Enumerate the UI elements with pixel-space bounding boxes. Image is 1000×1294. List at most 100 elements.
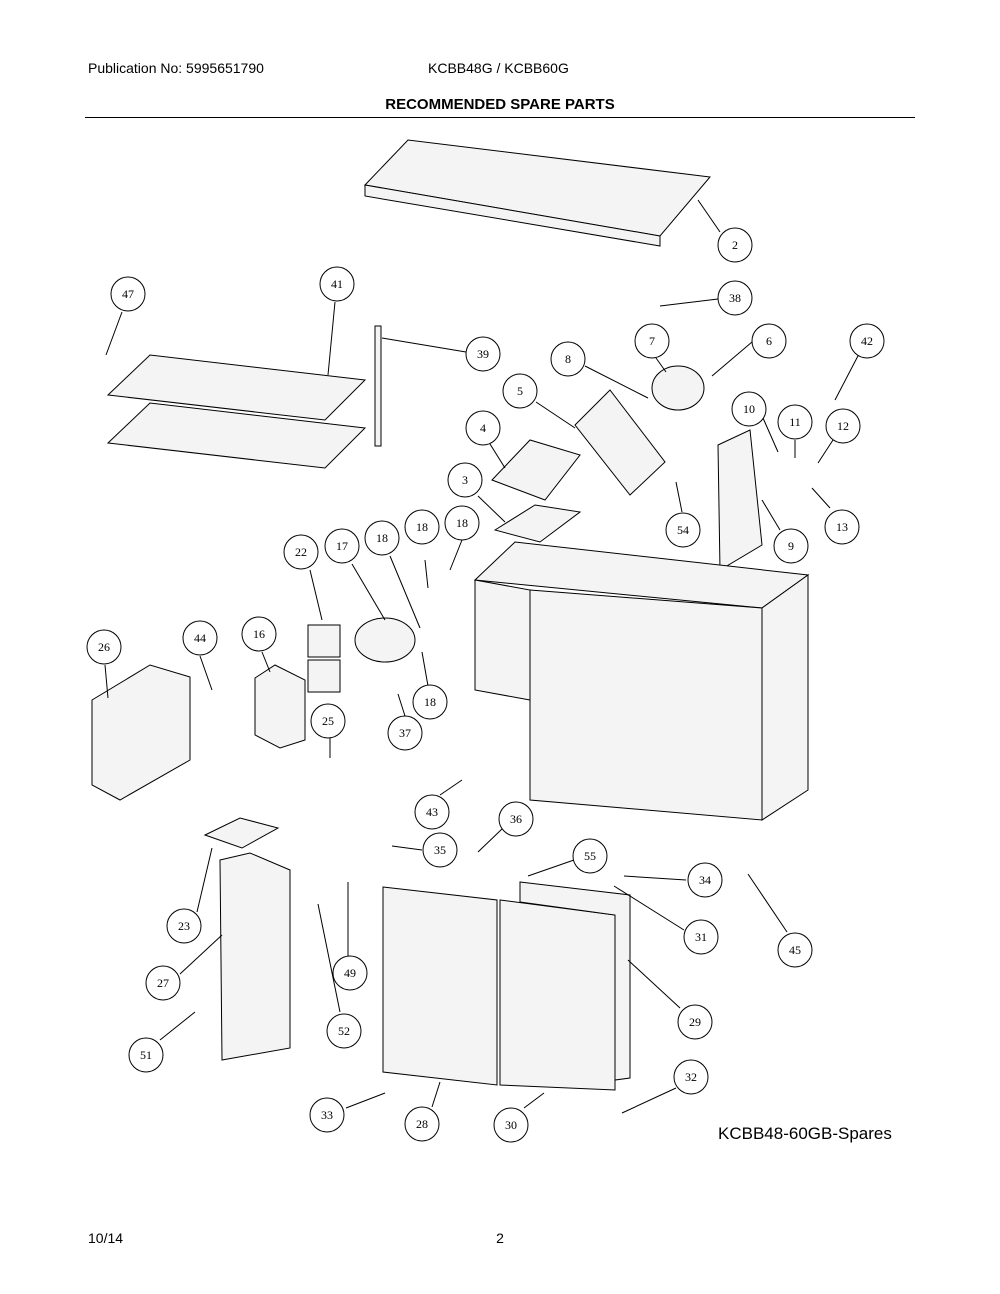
leader-22 (309, 569, 323, 621)
svg-text:30: 30 (505, 1118, 517, 1132)
publication-number: Publication No: 5995651790 (88, 60, 264, 76)
callout-51: 51 (128, 1037, 164, 1073)
callout-26: 26 (86, 629, 122, 665)
leader-7 (655, 357, 667, 373)
door-gasket (519, 881, 631, 1081)
svg-text:23: 23 (178, 919, 190, 933)
svg-text:47: 47 (122, 287, 134, 301)
svg-text:18: 18 (376, 531, 388, 545)
svg-text:33: 33 (321, 1108, 333, 1122)
svg-text:29: 29 (689, 1015, 701, 1029)
condenser-fan-upper (307, 624, 341, 658)
leader-3 (477, 495, 506, 523)
svg-text:11: 11 (789, 415, 801, 429)
svg-text:10: 10 (743, 402, 755, 416)
leader-38 (659, 298, 719, 307)
leader-47 (105, 311, 123, 356)
leader-29 (627, 959, 681, 1009)
svg-text:49: 49 (344, 966, 356, 980)
leader-17 (351, 563, 386, 621)
leader-30 (523, 1092, 545, 1109)
callout-35: 35 (422, 832, 458, 868)
callout-11: 11 (777, 404, 813, 440)
svg-text:39: 39 (477, 347, 489, 361)
diagram-reference: KCBB48-60GB-Spares (718, 1124, 892, 1143)
svg-text:45: 45 (789, 943, 801, 957)
callout-41: 41 (319, 266, 355, 302)
compressor (354, 617, 416, 663)
svg-text:42: 42 (861, 334, 873, 348)
svg-text:51: 51 (140, 1048, 152, 1062)
leader-12 (817, 439, 834, 464)
leader-55 (527, 859, 575, 877)
leader-51 (159, 1011, 196, 1041)
leader-18c (389, 555, 421, 629)
callout-13: 13 (824, 509, 860, 545)
callout-16: 16 (241, 616, 277, 652)
svg-text:16: 16 (253, 627, 265, 641)
page-title: RECOMMENDED SPARE PARTS (385, 96, 615, 113)
condenser-fan-lower (307, 659, 341, 693)
drain-tray (203, 817, 280, 849)
svg-text:28: 28 (416, 1117, 428, 1131)
cabinet-front (529, 589, 763, 821)
svg-text:8: 8 (565, 352, 571, 366)
leader-6 (711, 341, 753, 377)
callout-25: 25 (310, 703, 346, 739)
leader-44 (199, 655, 213, 691)
callout-37: 37 (387, 715, 423, 751)
leader-35 (391, 845, 423, 851)
callout-18a: 18 (404, 509, 440, 545)
svg-text:18: 18 (456, 516, 468, 530)
callout-38: 38 (717, 280, 753, 316)
louvered-grille (91, 664, 191, 801)
condenser (254, 664, 306, 749)
callout-45: 45 (777, 932, 813, 968)
callout-29: 29 (677, 1004, 713, 1040)
leader-54 (675, 481, 683, 513)
leader-2 (697, 199, 721, 233)
callouts: 2 38 47 41 39 8 7 6 42 5 10 11 12 4 3 13… (86, 227, 885, 1143)
callout-36: 36 (498, 801, 534, 837)
callout-18b: 18 (444, 505, 480, 541)
callout-43: 43 (414, 794, 450, 830)
svg-text:35: 35 (434, 843, 446, 857)
leader-18a (424, 559, 429, 589)
callout-32: 32 (673, 1059, 709, 1095)
svg-text:4: 4 (480, 421, 486, 435)
callout-18d: 18 (412, 684, 448, 720)
leader-18b (449, 539, 463, 571)
callout-10: 10 (731, 391, 767, 427)
svg-text:25: 25 (322, 714, 334, 728)
svg-text:5: 5 (517, 384, 523, 398)
svg-text:18: 18 (424, 695, 436, 709)
lower-wire-shelf (106, 402, 367, 469)
leader-lines (104, 199, 861, 1114)
part-outlines (91, 139, 810, 1091)
leader-5 (535, 401, 576, 429)
callout-23: 23 (166, 908, 202, 944)
leader-10 (762, 417, 779, 453)
svg-text:37: 37 (399, 726, 411, 740)
callout-22: 22 (283, 534, 319, 570)
callout-34: 34 (687, 862, 723, 898)
svg-text:54: 54 (677, 523, 689, 537)
upper-wire-shelf (106, 354, 367, 421)
callout-17: 17 (324, 528, 360, 564)
cabinet-side (761, 574, 809, 821)
leader-8 (584, 365, 649, 399)
leader-39 (381, 337, 467, 353)
callout-7: 7 (634, 323, 670, 359)
callout-47: 47 (110, 276, 146, 312)
evaporator-coil (491, 439, 581, 501)
svg-text:52: 52 (338, 1024, 350, 1038)
fan-shroud (574, 389, 666, 496)
svg-text:27: 27 (157, 976, 169, 990)
svg-text:6: 6 (766, 334, 772, 348)
header-rule (85, 117, 915, 118)
leader-36 (477, 828, 503, 853)
leader-4 (489, 443, 506, 469)
leader-28 (431, 1081, 441, 1108)
callout-39: 39 (465, 336, 501, 372)
